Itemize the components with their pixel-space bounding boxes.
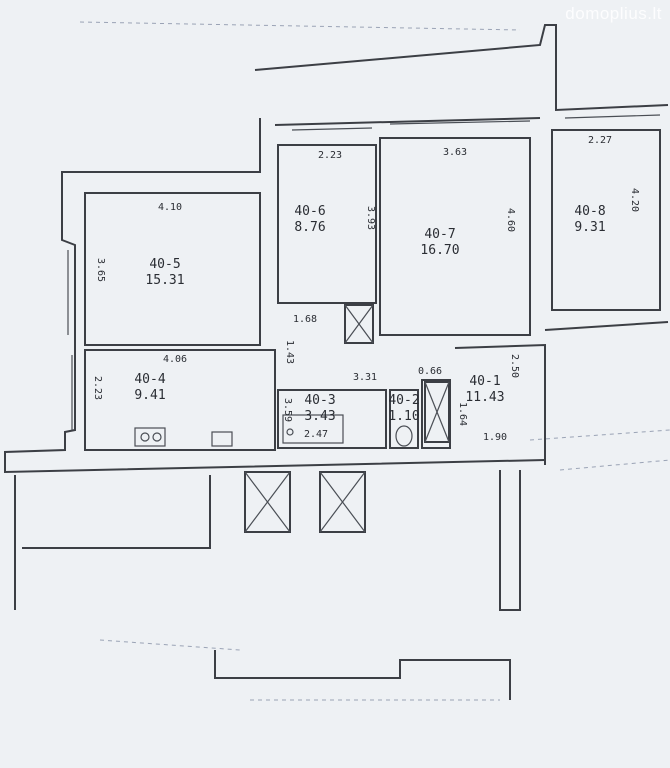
dimension-label: 3.31 xyxy=(353,372,377,383)
dimension-label: 3.63 xyxy=(443,147,467,158)
room-area-40-2: 1.10 xyxy=(388,409,419,424)
room-number-40-2: 40-2 xyxy=(388,393,419,408)
room-number-40-1: 40-1 xyxy=(469,374,500,389)
dimension-label: 4.06 xyxy=(163,354,187,365)
room-outline-40-6 xyxy=(277,144,377,304)
room-number-40-8: 40-8 xyxy=(574,204,605,219)
dimension-label: 0.66 xyxy=(418,366,442,377)
dimension-label: 2.27 xyxy=(588,135,612,146)
dimension-label: 1.90 xyxy=(483,432,507,443)
room-outline-40-3 xyxy=(277,389,387,449)
guide-line xyxy=(559,459,670,471)
dimension-label: 1.68 xyxy=(293,314,317,325)
watermark: domoplius.lt xyxy=(565,4,662,23)
room-area-40-4: 9.41 xyxy=(134,388,165,403)
room-outline-40-5 xyxy=(84,192,261,346)
room-number-40-7: 40-7 xyxy=(424,227,455,242)
dimension-label: 3.65 xyxy=(95,258,106,282)
room-number-40-3: 40-3 xyxy=(304,393,335,408)
room-area-40-3: 3.43 xyxy=(304,409,335,424)
room-number-40-5: 40-5 xyxy=(149,257,180,272)
dimension-label: 2.47 xyxy=(304,429,328,440)
dimension-label: 2.50 xyxy=(509,354,520,378)
windows xyxy=(67,114,661,430)
dimension-label: 3.93 xyxy=(365,206,376,230)
room-outline-40-8 xyxy=(551,129,661,311)
dimension-labels: 4.10 3.65 2.23 3.93 3.63 4.60 2.27 4.20 4.06 2.23… xyxy=(92,135,640,443)
dimension-label: 4.20 xyxy=(629,188,640,212)
room-number-40-4: 40-4 xyxy=(134,372,165,387)
dimension-label: 4.60 xyxy=(505,208,516,232)
fixtures xyxy=(134,414,413,447)
interior-walls xyxy=(84,129,661,465)
room-outline-40-4 xyxy=(84,349,276,451)
room-labels: 40-515.31 40-68.76 40-716.70 40-89.31 40-49.… xyxy=(134,204,605,424)
dimension-label: 2.23 xyxy=(92,376,103,400)
outer-walls xyxy=(4,24,669,700)
room-outline-40-7 xyxy=(379,137,531,336)
room-number-40-6: 40-6 xyxy=(294,204,325,219)
dimension-label: 1.43 xyxy=(284,340,295,364)
room-area-40-8: 9.31 xyxy=(574,220,605,235)
dimension-label: 1.64 xyxy=(457,402,468,426)
room-outline-40-2 xyxy=(389,389,419,449)
elevator-shafts xyxy=(244,304,450,533)
room-area-40-1: 11.43 xyxy=(465,390,504,405)
guide-line xyxy=(79,21,521,31)
room-area-40-6: 8.76 xyxy=(294,220,325,235)
room-area-40-7: 16.70 xyxy=(420,243,459,258)
dimension-label: 3.59 xyxy=(282,398,293,422)
dimension-label: 4.10 xyxy=(158,202,182,213)
dimension-label: 2.23 xyxy=(318,150,342,161)
room-area-40-5: 15.31 xyxy=(145,273,184,288)
